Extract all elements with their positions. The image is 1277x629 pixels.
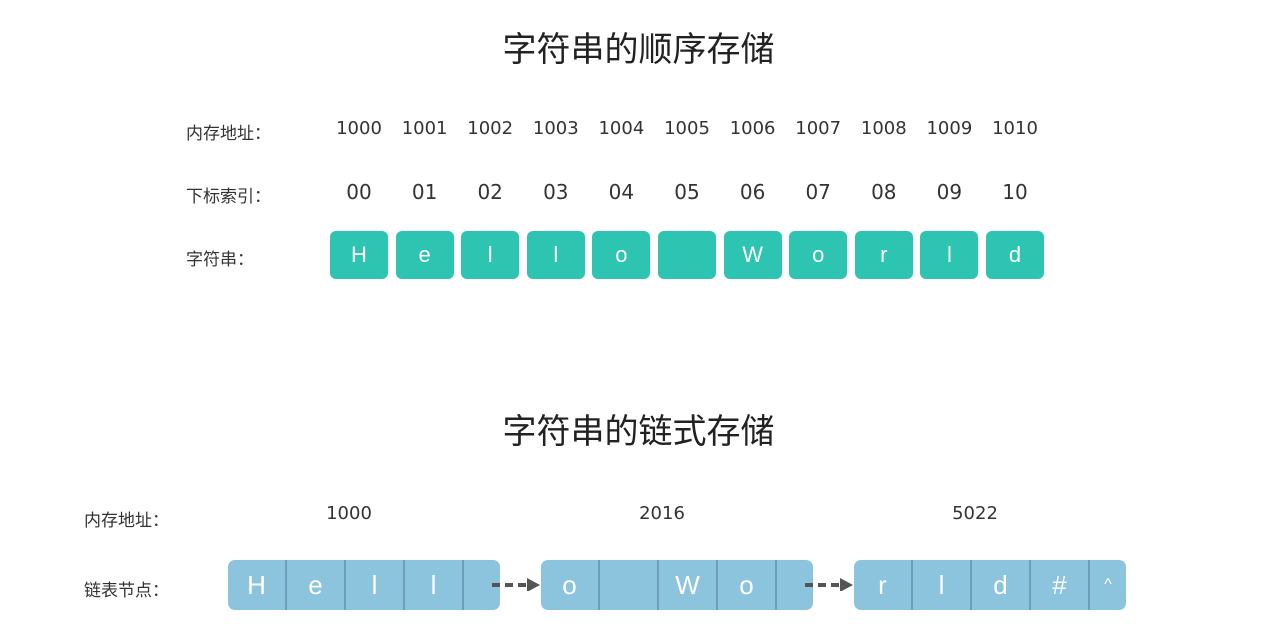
array-index: 04	[608, 180, 635, 204]
node-char-cell: r	[854, 560, 913, 610]
linked-address-label: 内存地址：	[84, 511, 169, 531]
node-address: 2016	[639, 503, 685, 524]
array-index: 07	[805, 180, 831, 204]
char-cell: e	[395, 231, 454, 279]
array-index: 05	[674, 180, 700, 204]
sequential-title: 字符串的顺序存储	[502, 30, 775, 70]
memory-address: 1003	[532, 118, 579, 139]
memory-address: 1010	[992, 118, 1038, 139]
node-char-cell: #	[1031, 560, 1090, 610]
memory-address: 1004	[598, 118, 645, 139]
linked-title: 字符串的链式存储	[502, 412, 775, 452]
array-index: 02	[477, 180, 503, 204]
char-cell: r	[854, 231, 913, 279]
node-address: 5022	[952, 503, 998, 524]
array-index: 10	[1002, 180, 1028, 204]
linked-node-label: 链表节点：	[84, 581, 169, 601]
array-index: 06	[739, 180, 766, 204]
memory-address: 1008	[860, 118, 907, 139]
memory-address: 1007	[795, 118, 842, 139]
memory-address: 1009	[926, 118, 973, 139]
char-cell: l	[920, 231, 979, 279]
char-cell	[658, 231, 716, 279]
char-cell: H	[330, 231, 388, 279]
node-pointer-cell: ^	[1104, 576, 1112, 593]
char-cell: l	[461, 231, 520, 279]
node-char-cell: l	[913, 560, 972, 610]
node-char-cell: o	[541, 560, 600, 610]
char-cell: d	[986, 231, 1044, 279]
memory-address: 1001	[401, 118, 448, 139]
array-index: 08	[871, 180, 897, 204]
memory-address: 1000	[336, 118, 382, 139]
node-char-cell	[600, 560, 659, 610]
memory-address: 1005	[664, 118, 710, 139]
array-index: 09	[936, 180, 963, 204]
char-cell: o	[592, 231, 651, 279]
pointer-arrow	[492, 578, 540, 591]
memory-address: 1006	[729, 118, 776, 139]
node-char-cell: e	[287, 560, 346, 610]
char-cell: o	[789, 231, 848, 279]
sequential-string-label: 字符串：	[186, 250, 254, 270]
array-index: 03	[543, 180, 569, 204]
char-cell: W	[723, 231, 782, 279]
node-char-cell: d	[972, 560, 1031, 610]
sequential-address-label: 内存地址：	[186, 124, 271, 144]
char-cell: l	[526, 231, 585, 279]
node-char-cell: l	[405, 560, 464, 610]
node-char-cell: l	[346, 560, 405, 610]
array-index: 01	[411, 180, 438, 204]
memory-address: 1002	[467, 118, 514, 139]
node-char-cell: o	[718, 560, 777, 610]
sequential-index-label: 下标索引：	[186, 187, 271, 207]
array-index: 00	[346, 180, 372, 204]
pointer-arrow	[805, 578, 853, 591]
node-char-cell: W	[659, 560, 718, 610]
node-char-cell: H	[228, 560, 287, 610]
node-address: 1000	[326, 503, 372, 524]
